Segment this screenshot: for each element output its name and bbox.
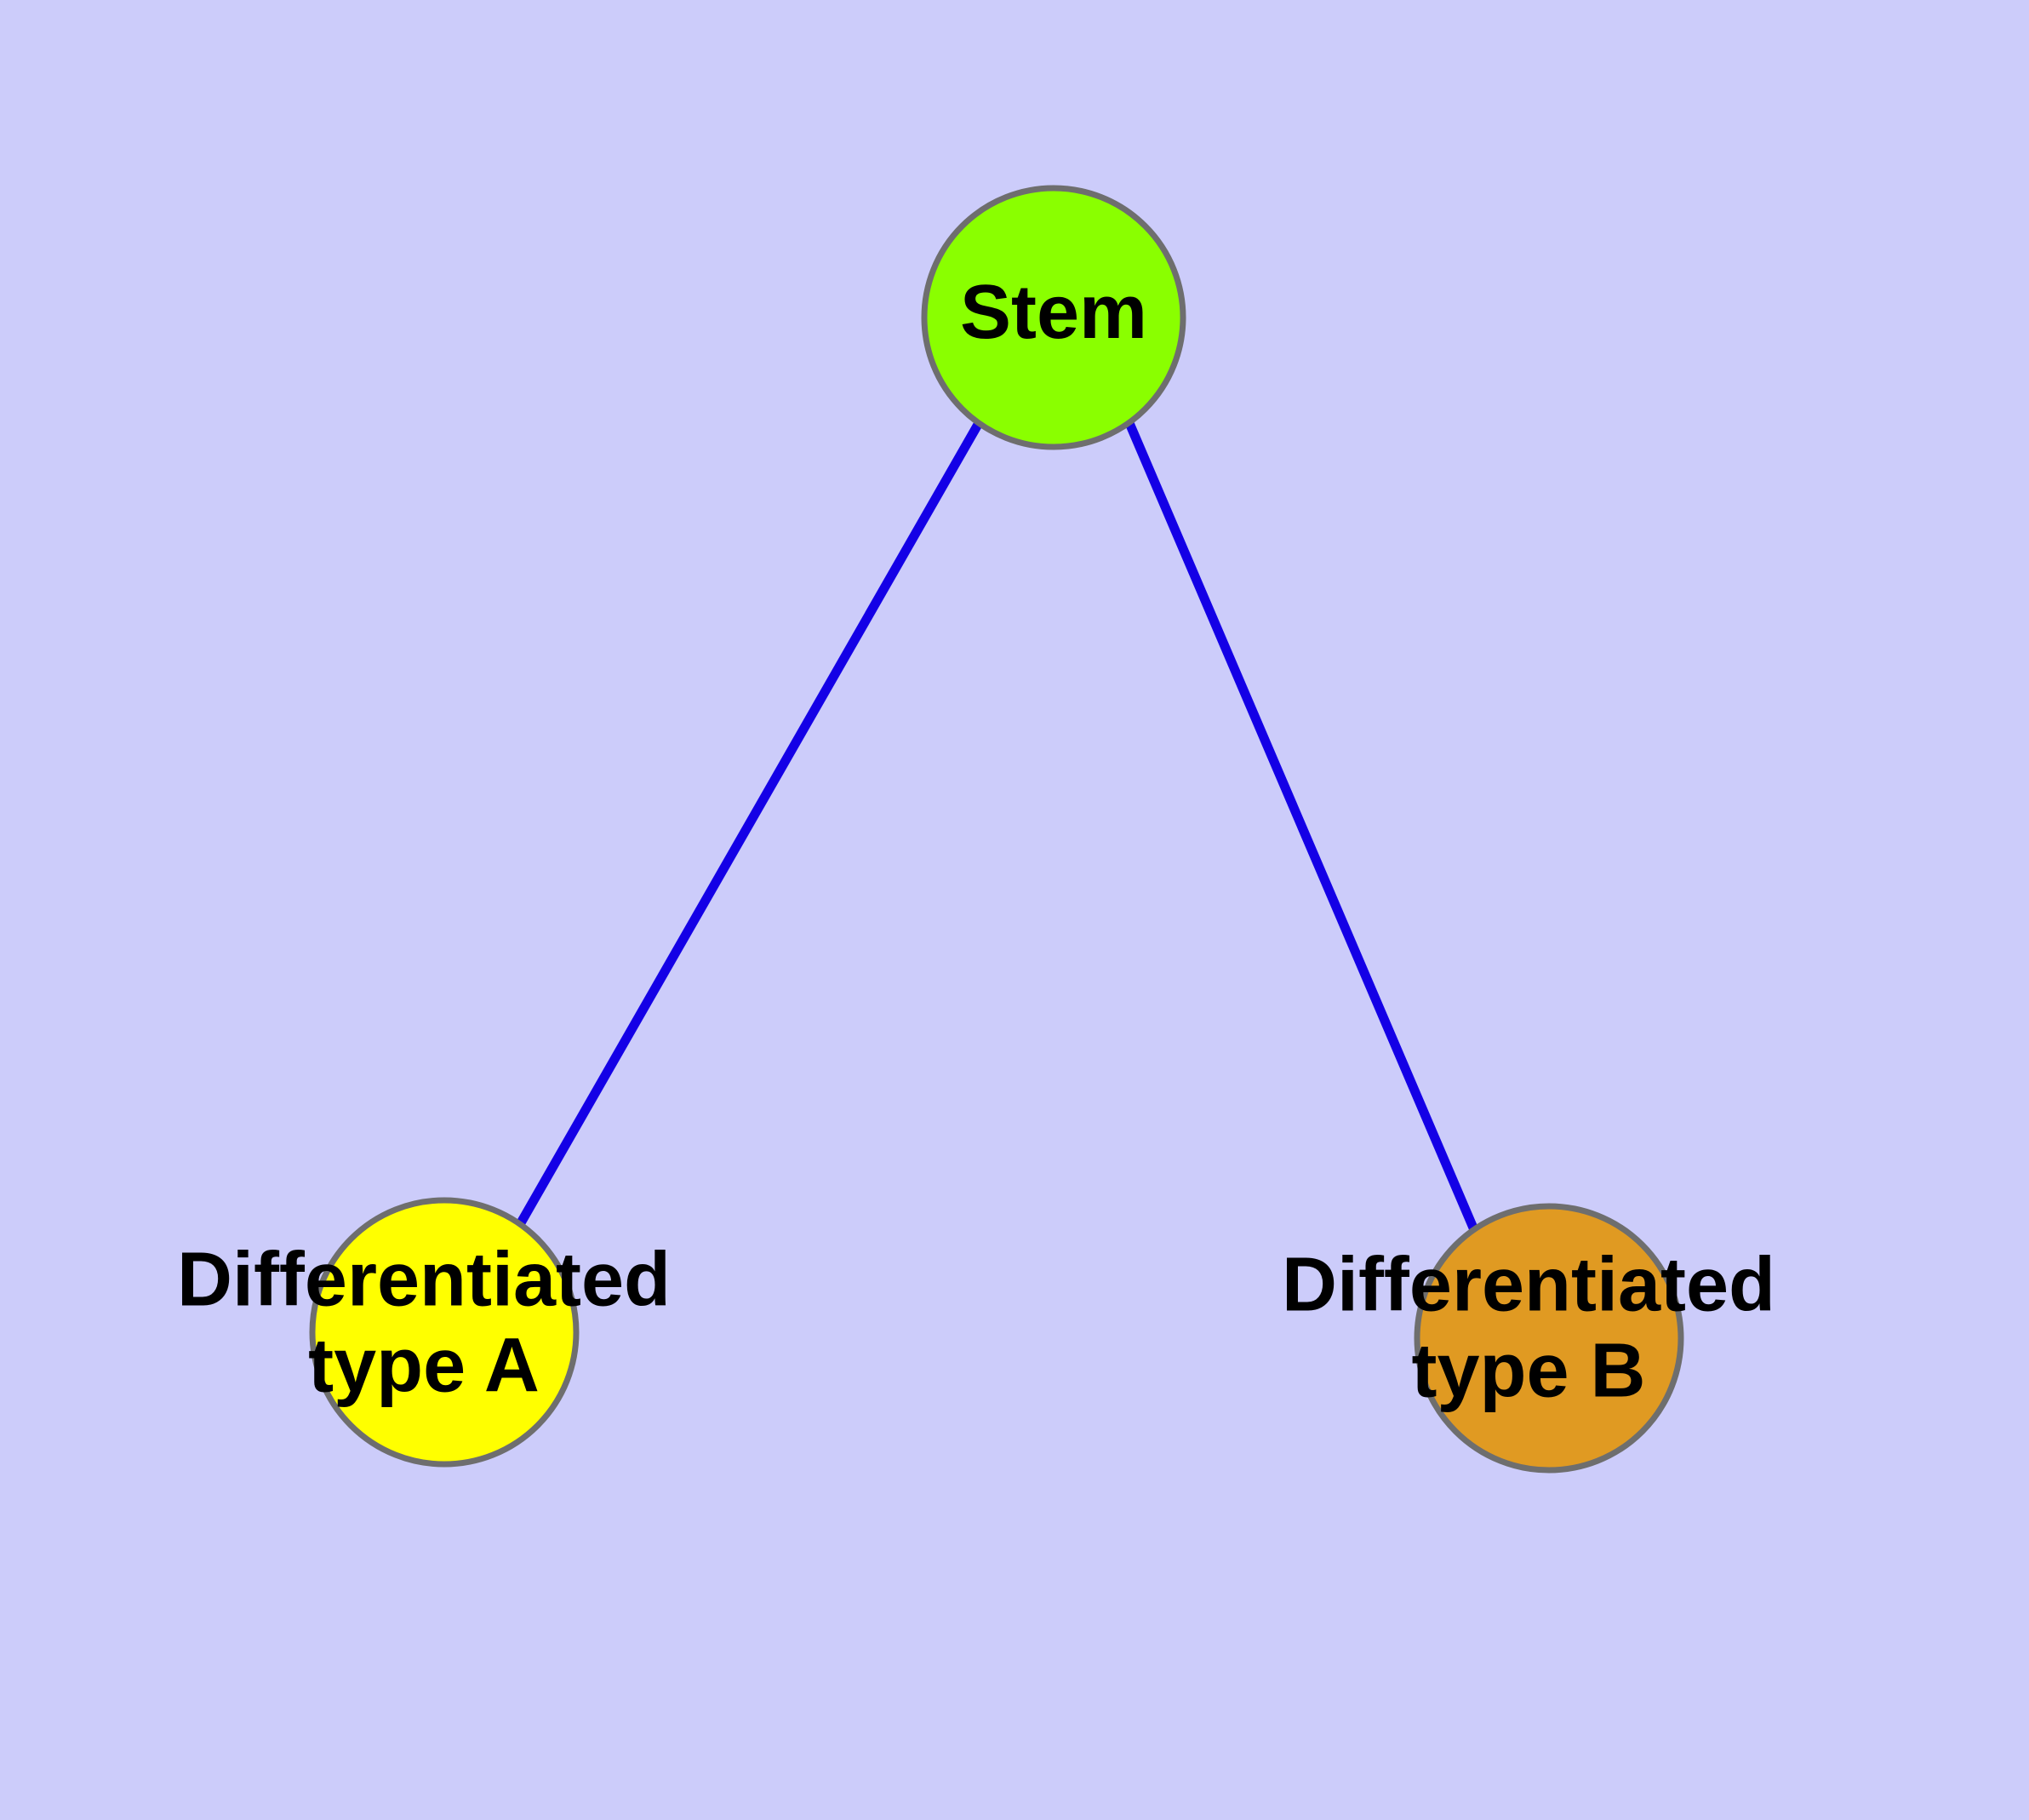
node-differentiated-type-a[interactable] — [309, 1197, 580, 1468]
node-stem[interactable]: Stem — [921, 185, 1186, 450]
node-differentiated-type-a-circle[interactable] — [309, 1197, 580, 1468]
edge-layer — [515, 421, 1480, 1234]
edge-stem-to-diff-a — [515, 421, 983, 1228]
node-stem-label: Stem — [960, 270, 1147, 355]
node-differentiated-type-b[interactable] — [1414, 1203, 1684, 1474]
edge-stem-to-diff-b — [1124, 421, 1480, 1234]
node-differentiated-type-b-circle[interactable] — [1414, 1203, 1684, 1474]
node-stem-circle[interactable] — [921, 185, 1186, 450]
